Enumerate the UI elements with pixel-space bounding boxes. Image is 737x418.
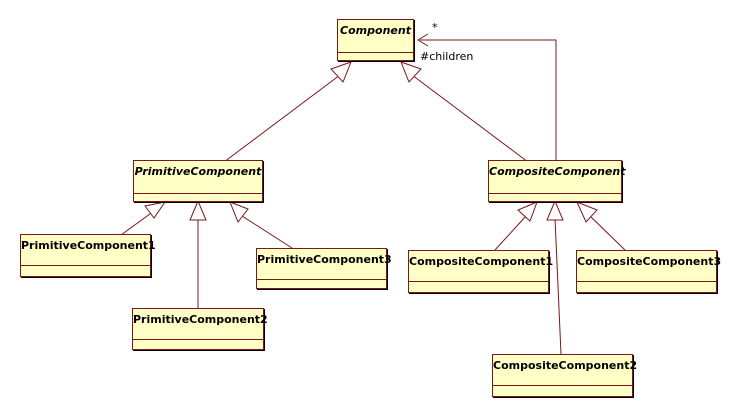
class-name: CompositeComponent2 bbox=[493, 359, 638, 372]
compartment-divider bbox=[577, 281, 716, 282]
generalization-composite1 bbox=[494, 215, 527, 251]
association-children bbox=[420, 39, 557, 162]
generalization-arrowhead bbox=[330, 61, 352, 83]
class-name: CompositeComponent3 bbox=[577, 255, 722, 268]
generalization-composite3 bbox=[589, 215, 626, 251]
generalization-arrowhead bbox=[400, 61, 422, 83]
class-name: PrimitiveComponent3 bbox=[257, 253, 392, 266]
compartment-divider bbox=[409, 281, 548, 282]
generalization-primitive3 bbox=[241, 215, 293, 249]
class-composite-component-2[interactable]: CompositeComponent2 bbox=[492, 354, 638, 397]
compartment-divider bbox=[21, 265, 150, 266]
class-name: CompositeComponent bbox=[489, 165, 626, 178]
compartment-divider bbox=[134, 193, 262, 194]
generalization-arrowhead bbox=[546, 199, 564, 221]
compartment-divider bbox=[257, 279, 386, 280]
class-name: PrimitiveComponent1 bbox=[21, 239, 156, 252]
generalization-arrowhead bbox=[576, 201, 598, 223]
generalization-primitive1 bbox=[120, 210, 155, 236]
generalization-arrowhead bbox=[144, 201, 167, 219]
class-name: PrimitiveComponent bbox=[134, 165, 262, 178]
compartment-divider bbox=[489, 193, 621, 194]
class-primitive-component-1[interactable]: PrimitiveComponent1 bbox=[20, 234, 156, 277]
class-component[interactable]: Component bbox=[337, 19, 414, 61]
compartment-divider bbox=[493, 385, 632, 386]
class-composite-component-1[interactable]: CompositeComponent1 bbox=[408, 250, 554, 293]
class-name: PrimitiveComponent2 bbox=[133, 313, 268, 326]
generalization-arrowhead bbox=[189, 199, 207, 221]
multiplicity-label: * bbox=[432, 21, 438, 34]
compartment-divider bbox=[133, 339, 263, 340]
generalization-primitive-to-component bbox=[223, 74, 341, 163]
generalization-composite2 bbox=[554, 217, 562, 355]
compartment-divider bbox=[338, 52, 413, 53]
association-open-arrow bbox=[417, 33, 429, 47]
generalization-arrowhead bbox=[229, 201, 249, 224]
generalization-arrowhead bbox=[517, 201, 538, 222]
class-primitive-component-3[interactable]: PrimitiveComponent3 bbox=[256, 248, 392, 289]
class-composite-component[interactable]: CompositeComponent bbox=[488, 160, 626, 202]
class-name: CompositeComponent1 bbox=[409, 255, 554, 268]
class-primitive-component[interactable]: PrimitiveComponent bbox=[133, 160, 263, 202]
class-primitive-component-2[interactable]: PrimitiveComponent2 bbox=[132, 308, 268, 350]
class-name: Component bbox=[340, 24, 411, 37]
class-composite-component-3[interactable]: CompositeComponent3 bbox=[576, 250, 722, 293]
generalization-composite-to-component bbox=[411, 74, 529, 163]
role-label: #children bbox=[420, 50, 474, 63]
